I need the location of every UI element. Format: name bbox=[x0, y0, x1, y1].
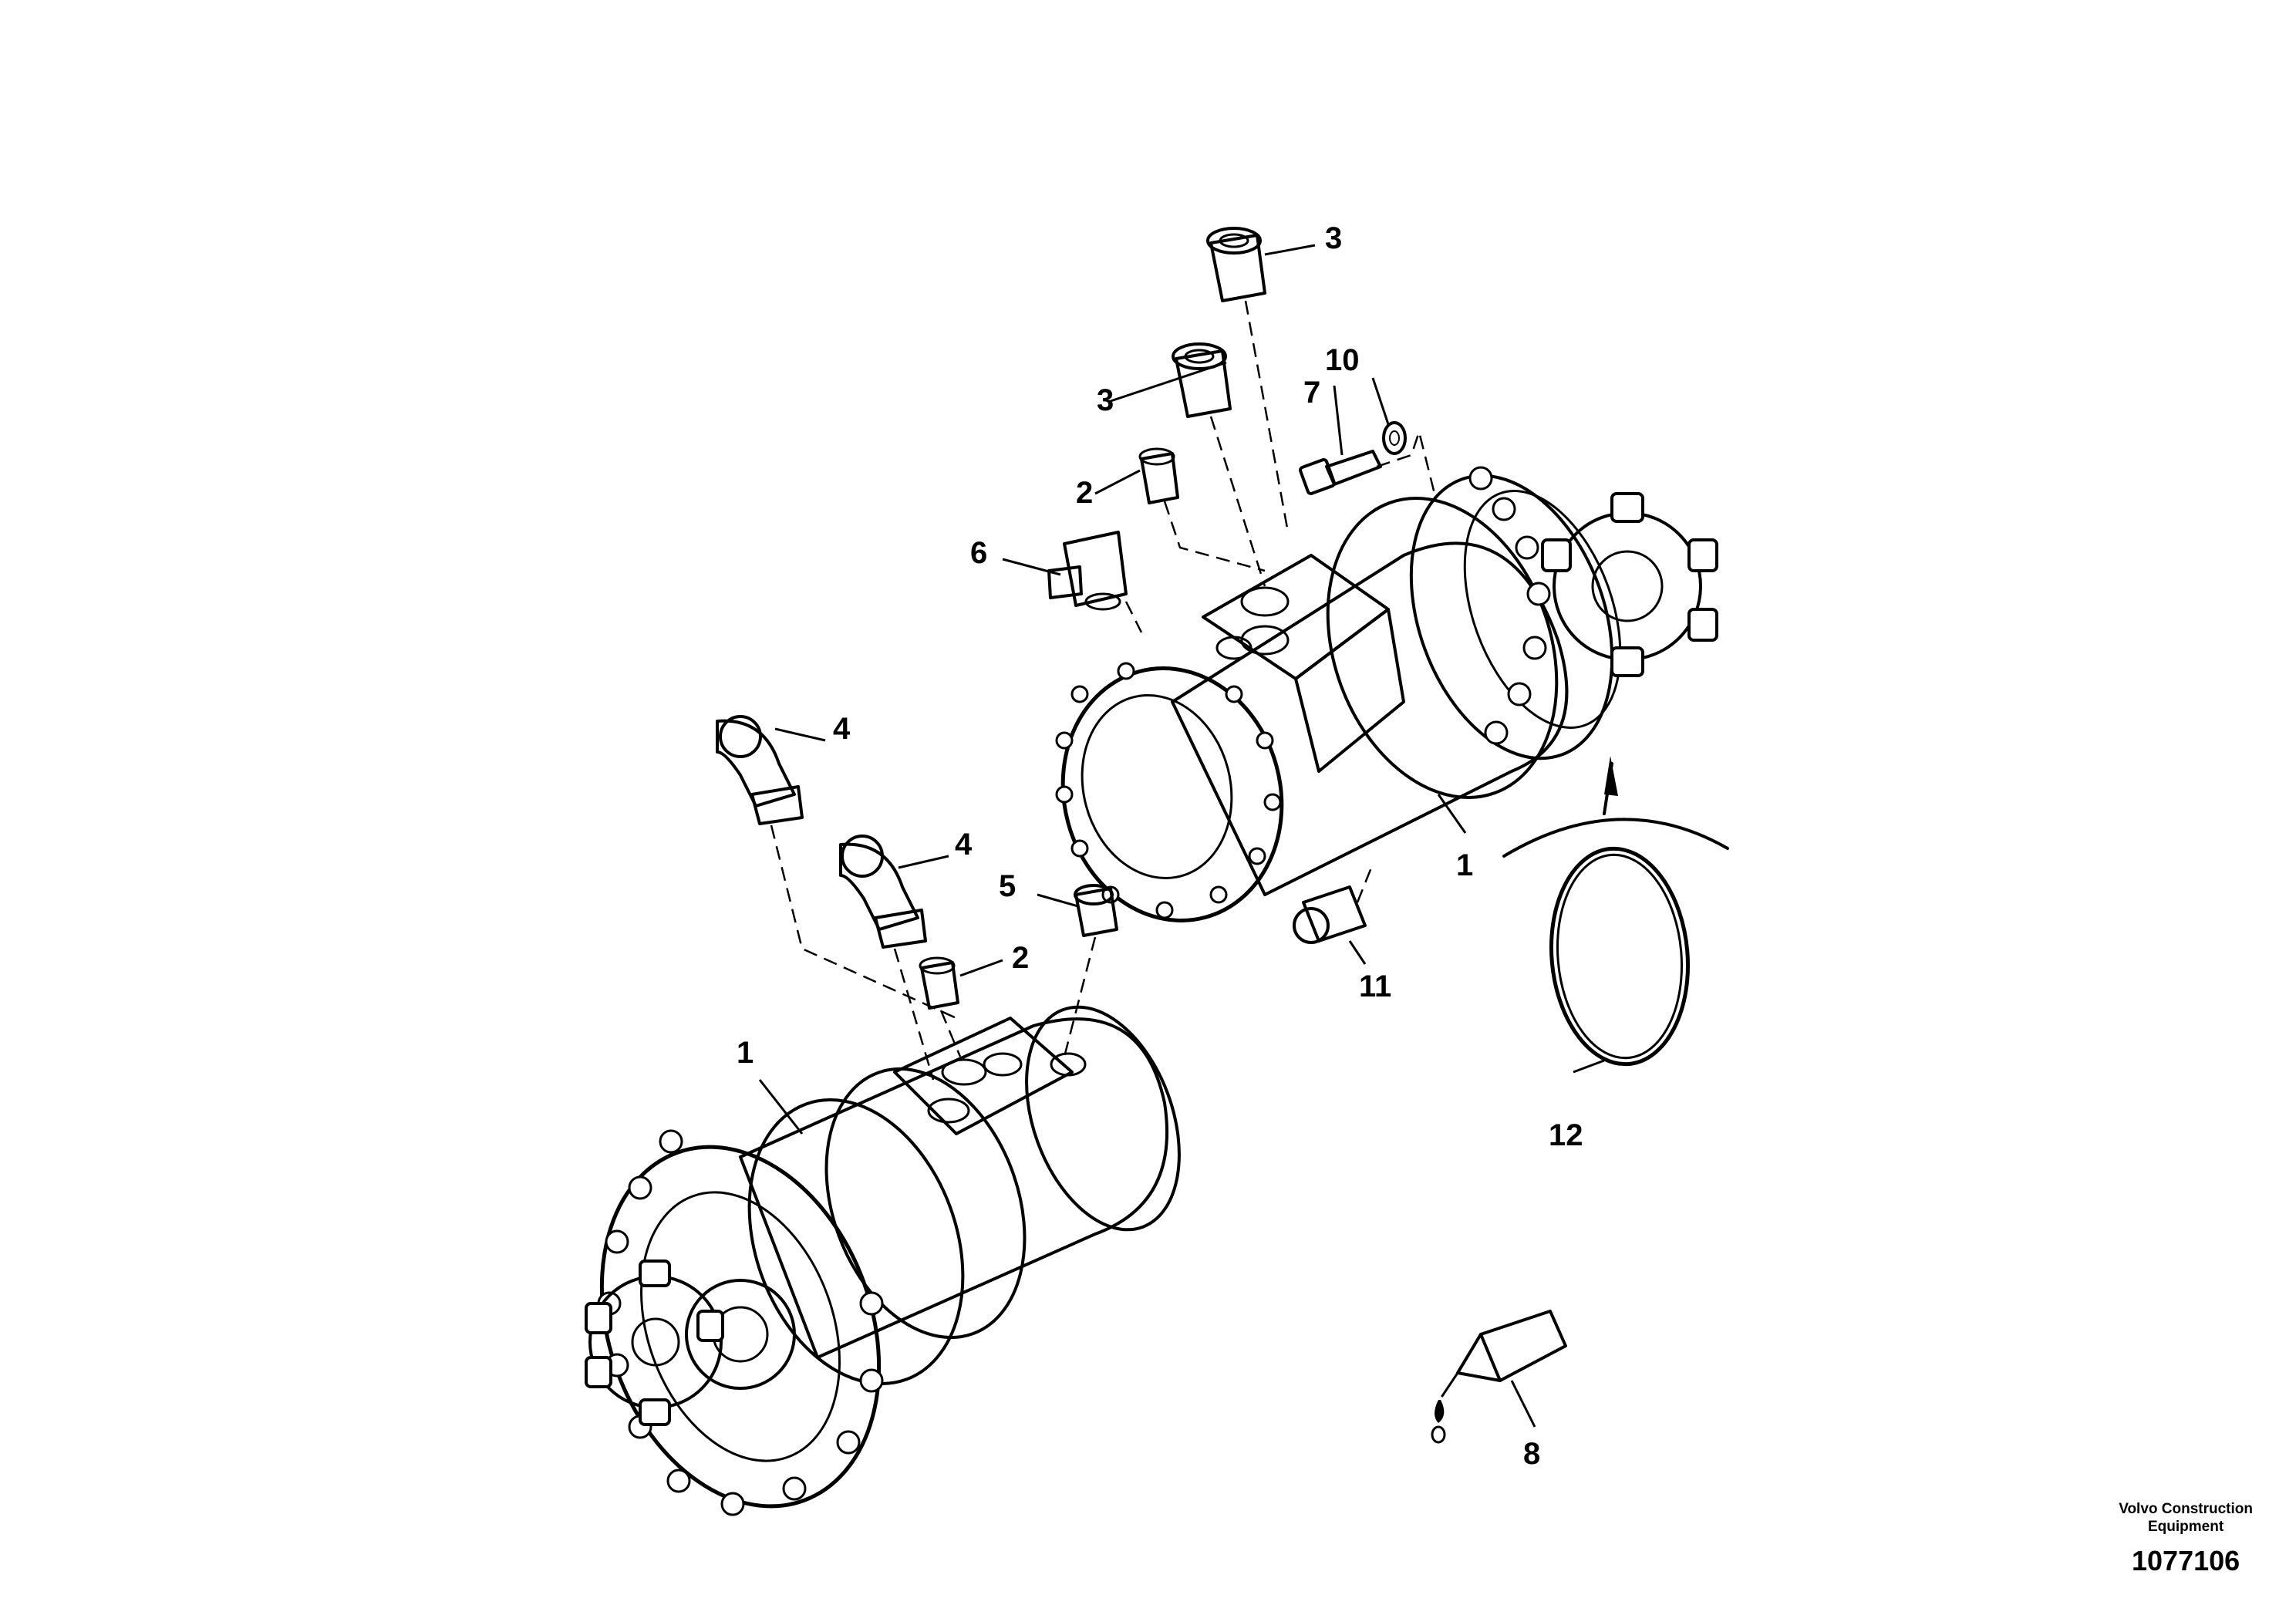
hydraulic-motor-lower bbox=[585, 1005, 1181, 1516]
callout-3-lower: 3 bbox=[1097, 383, 1114, 417]
callout-6: 6 bbox=[970, 536, 987, 570]
elbow-fitting-part-4-upper bbox=[716, 715, 804, 825]
callout-12: 12 bbox=[1549, 1118, 1583, 1152]
callout-4-upper: 4 bbox=[833, 712, 851, 746]
fitting-part-11 bbox=[1293, 885, 1367, 944]
fitting-part-2-upper bbox=[1138, 447, 1179, 504]
callout-2-upper: 2 bbox=[1076, 476, 1093, 510]
o-ring-part-12 bbox=[1502, 756, 1729, 1067]
callout-1-lower: 1 bbox=[737, 1036, 754, 1070]
callout-11: 11 bbox=[1359, 969, 1391, 1003]
fitting-part-2-lower bbox=[919, 956, 959, 1010]
callout-7: 7 bbox=[1303, 376, 1320, 410]
drawing-footer: Volvo Construction Equipment 1077106 bbox=[2119, 1500, 2253, 1577]
plug-part-5 bbox=[1074, 884, 1118, 937]
callout-3-upper: 3 bbox=[1325, 221, 1342, 255]
leader-lines bbox=[758, 244, 1605, 1428]
fitting-part-3-upper bbox=[1206, 227, 1266, 302]
drawing-number: 1077106 bbox=[2132, 1545, 2240, 1576]
sealant-tube-part-8 bbox=[1431, 1310, 1567, 1444]
callout-4-lower: 4 bbox=[955, 828, 973, 862]
elbow-fitting-part-4-lower bbox=[839, 835, 927, 949]
tee-fitting-part-6 bbox=[1047, 531, 1128, 611]
fitting-part-3-lower bbox=[1172, 342, 1232, 418]
hydraulic-motor-upper bbox=[1055, 466, 1718, 922]
callout-10: 10 bbox=[1325, 343, 1360, 377]
brand-line-1: Volvo Construction bbox=[2119, 1501, 2253, 1517]
brand-line-2: Equipment bbox=[2148, 1519, 2224, 1535]
callout-2-lower: 2 bbox=[1012, 941, 1029, 975]
callout-8: 8 bbox=[1523, 1437, 1540, 1471]
washer-part-10 bbox=[1382, 421, 1407, 455]
bolt-part-7 bbox=[1299, 450, 1382, 495]
callout-5: 5 bbox=[999, 869, 1016, 903]
assembly-lines bbox=[770, 300, 1436, 1081]
callout-1-upper: 1 bbox=[1456, 848, 1473, 882]
